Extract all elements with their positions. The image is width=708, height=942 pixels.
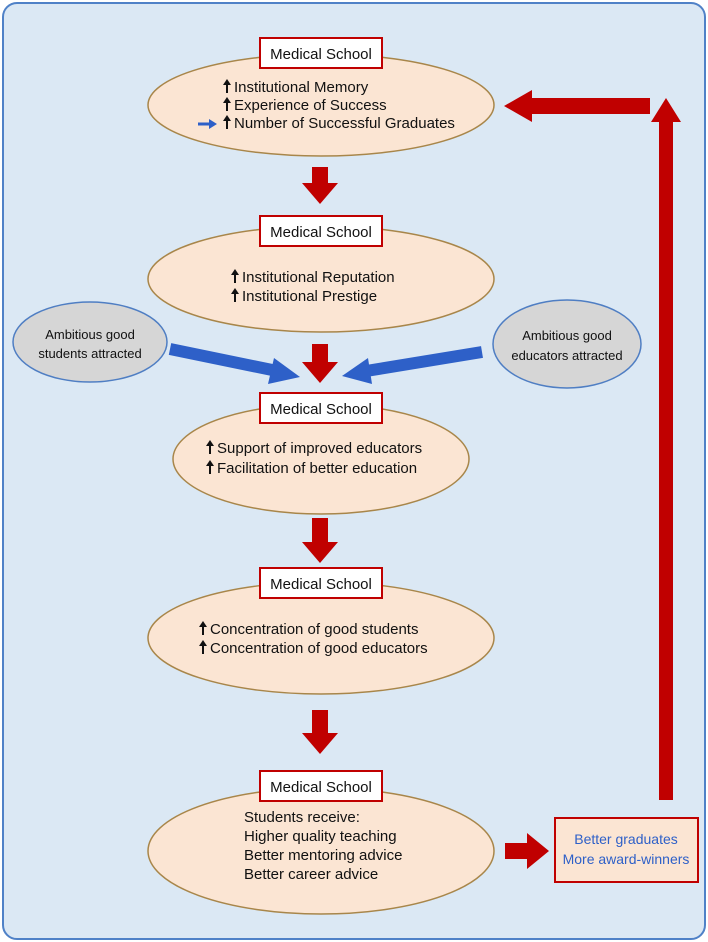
input-label: educators attracted bbox=[511, 348, 622, 363]
stage-header-box bbox=[259, 215, 383, 247]
up-arrow-icon bbox=[206, 460, 214, 474]
up-arrow-icon bbox=[223, 115, 231, 129]
flow-arrow-4-to-5 bbox=[302, 710, 338, 754]
stage-header: Medical School bbox=[270, 401, 372, 418]
outcome-rect bbox=[554, 817, 699, 883]
stage-line: Institutional Prestige bbox=[242, 288, 377, 305]
input-label: Ambitious good bbox=[522, 328, 612, 343]
outcome-label: More award-winners bbox=[563, 851, 690, 867]
up-arrow-icon bbox=[206, 440, 214, 454]
stage-line: Experience of Success bbox=[234, 97, 387, 114]
outcome-box: Better graduates More award-winners bbox=[554, 817, 699, 883]
stage-header: Medical School bbox=[270, 576, 372, 593]
stage-line: Better career advice bbox=[244, 866, 378, 883]
input-circle bbox=[12, 301, 168, 383]
stage-line: Concentration of good educators bbox=[210, 640, 428, 657]
flow-arrow-to-outcome bbox=[505, 833, 549, 869]
stage-line: Institutional Memory bbox=[234, 79, 369, 96]
input-label: students attracted bbox=[38, 346, 141, 361]
up-arrow-icon bbox=[231, 288, 239, 302]
blue-arrow-educators bbox=[342, 346, 483, 384]
feedback-arrow bbox=[504, 90, 681, 800]
stage-header-box bbox=[259, 37, 383, 69]
stage-line: Support of improved educators bbox=[217, 440, 422, 457]
outcome-label: Better graduates bbox=[574, 831, 678, 847]
right-arrow-icon bbox=[198, 119, 217, 129]
up-arrow-icon bbox=[199, 640, 207, 654]
stage-4: Medical School Concentration of good stu… bbox=[147, 567, 495, 695]
up-arrow-icon bbox=[223, 79, 231, 93]
stage-header-box bbox=[259, 770, 383, 802]
flow-arrow-2-to-3 bbox=[302, 344, 338, 383]
stage-line: Number of Successful Graduates bbox=[234, 115, 455, 132]
up-arrow-icon bbox=[199, 621, 207, 635]
stage-header: Medical School bbox=[270, 224, 372, 241]
input-label: Ambitious good bbox=[45, 327, 135, 342]
stage-2: Medical School Institutional Reputation … bbox=[147, 215, 495, 333]
stage-line: Institutional Reputation bbox=[242, 269, 395, 286]
flow-arrow-3-to-4 bbox=[302, 518, 338, 563]
stage-header: Medical School bbox=[270, 779, 372, 796]
up-arrow-icon bbox=[231, 269, 239, 283]
flow-arrow-1-to-2 bbox=[302, 167, 338, 204]
stage-line: Concentration of good students bbox=[210, 621, 418, 638]
stage-line: Higher quality teaching bbox=[244, 828, 397, 845]
stage-line: Better mentoring advice bbox=[244, 847, 402, 864]
up-arrow-icon bbox=[223, 97, 231, 111]
stage-1: Medical School Institutional Memory Expe… bbox=[147, 37, 495, 157]
stage-header-box bbox=[259, 567, 383, 599]
stage-header-box bbox=[259, 392, 383, 424]
stage-3: Medical School Support of improved educa… bbox=[172, 392, 470, 515]
stage-header: Medical School bbox=[270, 46, 372, 63]
stage-5: Medical School Students receive: Higher … bbox=[147, 770, 495, 915]
stage-line: Facilitation of better education bbox=[217, 460, 417, 477]
input-students: Ambitious good students attracted bbox=[12, 301, 168, 383]
input-educators: Ambitious good educators attracted bbox=[492, 299, 642, 389]
blue-arrow-students bbox=[168, 343, 300, 384]
stage-line: Students receive: bbox=[244, 809, 360, 826]
input-circle bbox=[492, 299, 642, 389]
